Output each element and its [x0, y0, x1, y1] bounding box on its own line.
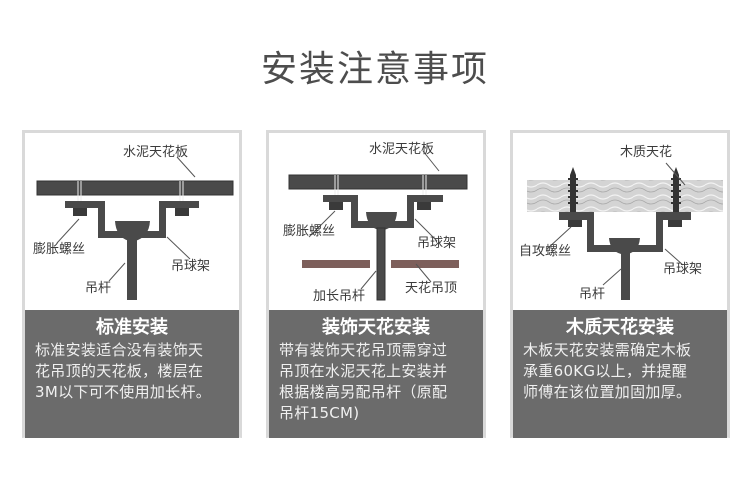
bracket-flange-right — [161, 201, 199, 208]
screw-nut-left — [568, 220, 582, 227]
hanger-rod — [621, 251, 630, 300]
page-title: 安装注意事项 — [260, 49, 489, 90]
info-title: 装饰天花安装 — [322, 317, 430, 338]
info-line: 根据楼高另配吊杆（原配 — [279, 383, 448, 401]
hanger-bracket — [587, 212, 663, 252]
anchor-nut-left — [73, 208, 87, 216]
info-line: 花吊顶的天花板，楼层在 — [35, 362, 204, 380]
label-concrete-ceiling: 水泥天花板 — [369, 142, 435, 157]
label-extension-rod: 加长吊杆 — [313, 289, 366, 304]
ball-cup — [609, 238, 640, 254]
false-ceiling-left — [302, 260, 370, 268]
hanger-rod — [127, 238, 137, 300]
info-line: 3M以下可不使用加长杆。 — [35, 383, 212, 401]
panel-wooden-ceiling-install: 木质天花 自攻螺丝 吊球架 吊杆 木质天花安装 木板天花安装需确定木板 承重60… — [510, 130, 730, 438]
label-ball-bracket: 吊球架 — [663, 262, 703, 277]
wooden-ceiling-illustration — [527, 162, 723, 300]
diagram-standard-install: 水泥天花板 膨胀螺丝 吊球架 吊杆 — [25, 133, 239, 310]
false-ceiling-right — [391, 260, 459, 268]
label-hanger-rod: 吊杆 — [85, 281, 112, 296]
panel-decorative-ceiling-install: 水泥天花板 膨胀螺丝 吊球架 天花吊顶 加长吊杆 装饰天花安装 带有装饰天花吊顶… — [266, 130, 486, 438]
standard-install-illustration — [36, 156, 234, 300]
label-expansion-bolt: 膨胀螺丝 — [33, 242, 86, 257]
label-false-ceiling: 天花吊顶 — [405, 281, 458, 296]
label-ball-bracket: 吊球架 — [171, 259, 211, 274]
bracket-flange-right — [409, 195, 443, 202]
info-box-decorative-ceiling-install: 装饰天花安装 带有装饰天花吊顶需穿过 吊顶在水泥天花上安装并 根据楼高另配吊杆（… — [269, 310, 483, 438]
diagram-decorative-ceiling-install: 水泥天花板 膨胀螺丝 吊球架 天花吊顶 加长吊杆 — [269, 133, 483, 310]
diagram-wooden-ceiling-install: 木质天花 自攻螺丝 吊球架 吊杆 — [513, 133, 727, 310]
concrete-ceiling-slab — [288, 174, 468, 190]
anchor-nut-right — [175, 208, 189, 216]
concrete-ceiling-slab — [36, 180, 234, 196]
info-box-standard-install: 标准安装 标准安装适合没有装饰天 花吊顶的天花板，楼层在 3M以下可不使用加长杆… — [25, 310, 239, 438]
wooden-ceiling-board — [527, 180, 723, 212]
panel-standard-install: 水泥天花板 膨胀螺丝 吊球架 吊杆 标准安装 标准安装适合没有装饰天 花吊顶的天… — [22, 130, 242, 438]
label-ball-bracket: 吊球架 — [417, 236, 457, 251]
ball-cup — [115, 221, 150, 241]
bracket-flange-left — [323, 195, 357, 202]
extension-rod — [376, 227, 386, 301]
label-tapping-screw: 自攻螺丝 — [519, 244, 572, 259]
info-title: 木质天花安装 — [566, 317, 674, 338]
anchor-nut-right — [417, 202, 431, 210]
info-line: 承重60KG以上，并提醒 — [523, 362, 688, 380]
screw-nut-right — [668, 220, 682, 227]
info-title: 标准安装 — [96, 317, 168, 338]
info-line: 吊顶在水泥天花上安装并 — [279, 362, 448, 380]
info-line: 带有装饰天花吊顶需穿过 — [279, 341, 448, 359]
info-line: 标准安装适合没有装饰天 — [35, 341, 204, 359]
decorative-ceiling-illustration — [288, 150, 468, 301]
anchor-nut-left — [329, 202, 343, 210]
info-line: 吊杆15CM) — [279, 404, 360, 422]
info-box-wooden-ceiling-install: 木质天花安装 木板天花安装需确定木板 承重60KG以上，并提醒 师傅在该位置加固… — [513, 310, 727, 438]
bracket-flange-left — [559, 212, 591, 220]
ball-cup — [366, 212, 397, 230]
info-line: 木板天花安装需确定木板 — [523, 341, 692, 359]
info-line: 师傅在该位置加固加厚。 — [523, 383, 692, 401]
label-expansion-bolt: 膨胀螺丝 — [283, 224, 336, 239]
hanger-bracket — [98, 201, 166, 238]
label-hanger-rod: 吊杆 — [579, 287, 606, 302]
label-concrete-ceiling: 水泥天花板 — [123, 145, 189, 160]
label-wooden-ceiling: 木质天花 — [620, 145, 673, 160]
bracket-flange-right — [659, 212, 691, 220]
bracket-flange-left — [65, 201, 103, 208]
tapping-screw-left — [568, 167, 578, 213]
